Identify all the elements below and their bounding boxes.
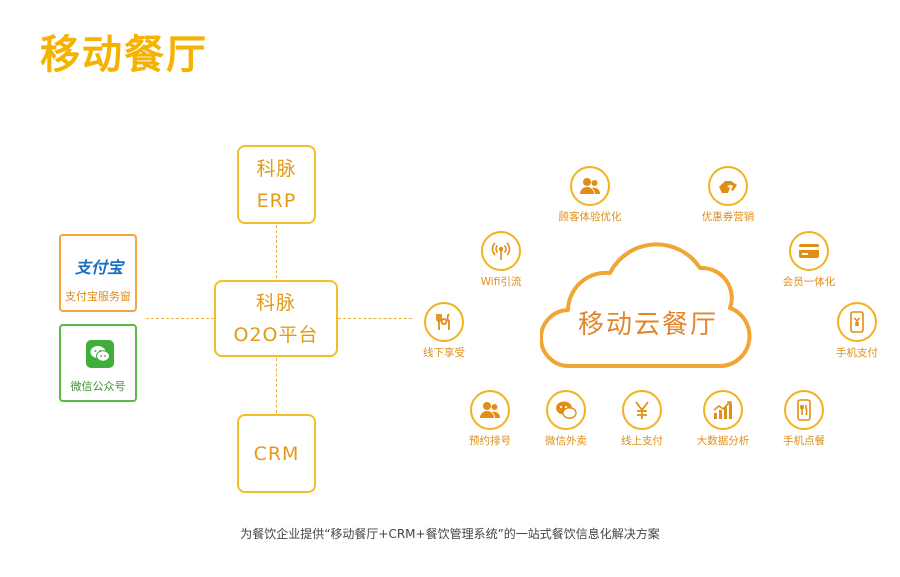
- feature-reserve-label: 预约排号: [469, 435, 511, 447]
- alipay-logo-icon: 支付宝: [71, 256, 127, 278]
- people-icon: [470, 390, 510, 430]
- feature-reserve: 预约排号: [435, 390, 545, 448]
- alipay-label: 支付宝服务窗: [65, 290, 131, 303]
- feature-member: 会员一体化: [754, 231, 864, 289]
- feature-bigdata: 大数据分析: [668, 390, 778, 448]
- wechat-card: 微信公众号: [59, 324, 137, 402]
- feature-coupon-label: 优惠券营销: [701, 211, 755, 223]
- erp-box: 科脉 ERP: [237, 145, 316, 224]
- phone-utensils-icon: [784, 390, 824, 430]
- wechat-icon: [546, 390, 586, 430]
- o2o-line1: 科脉: [255, 291, 296, 314]
- wechat-logo-icon: [86, 340, 114, 368]
- page-title: 移动餐厅: [40, 32, 208, 78]
- feature-wifi-label: Wifi引流: [480, 276, 522, 288]
- feature-member-label: 会员一体化: [782, 276, 836, 288]
- feature-mobile-pay-label: 手机支付: [836, 347, 878, 359]
- wifi-icon: [481, 231, 521, 271]
- feature-takeout: 微信外卖: [511, 390, 621, 448]
- feature-customer: 顾客体验优化: [535, 166, 645, 224]
- yen-icon: [622, 390, 662, 430]
- alipay-card: 支付宝 支付宝服务窗: [59, 234, 137, 312]
- connector-o2o-offline: [338, 318, 412, 319]
- cloud-shape: [540, 242, 752, 369]
- card-icon: [789, 231, 829, 271]
- feature-online-pay: 线上支付: [587, 390, 697, 448]
- feature-coupon: 优惠券营销: [673, 166, 783, 224]
- crm-box: CRM: [237, 414, 316, 493]
- coupon-icon: [708, 166, 748, 206]
- o2o-line2: O2O平台: [233, 323, 319, 346]
- erp-line2: ERP: [256, 189, 297, 212]
- chart-icon: [703, 390, 743, 430]
- feature-mobile-pay: 手机支付: [802, 302, 900, 360]
- feature-offline: 线下享受: [389, 302, 499, 360]
- people-icon: [570, 166, 610, 206]
- connector-o2o-crm: [276, 358, 277, 413]
- erp-line1: 科脉: [256, 157, 297, 180]
- feature-takeout-label: 微信外卖: [545, 435, 587, 447]
- wechat-label: 微信公众号: [70, 380, 126, 393]
- connector-partners-o2o: [146, 318, 214, 319]
- cloud-label: 移动云餐厅: [577, 310, 718, 340]
- feature-offline-label: 线下享受: [423, 347, 465, 359]
- svg-text:支付宝: 支付宝: [75, 258, 125, 277]
- feature-bigdata-label: 大数据分析: [696, 435, 750, 447]
- food-icon: [424, 302, 464, 342]
- feature-mobile-order: 手机点餐: [749, 390, 859, 448]
- connector-erp-o2o: [276, 225, 277, 278]
- o2o-platform-box: 科脉 O2O平台: [214, 280, 338, 357]
- caption: 为餐饮企业提供“移动餐厅+CRM+餐饮管理系统”的一站式餐饮信息化解决方案: [240, 527, 660, 541]
- feature-mobile-order-label: 手机点餐: [783, 435, 825, 447]
- phone-yen-icon: [837, 302, 877, 342]
- feature-customer-label: 顾客体验优化: [558, 211, 622, 223]
- feature-online-pay-label: 线上支付: [621, 435, 663, 447]
- feature-wifi: Wifi引流: [446, 231, 556, 289]
- crm-label: CRM: [253, 442, 300, 465]
